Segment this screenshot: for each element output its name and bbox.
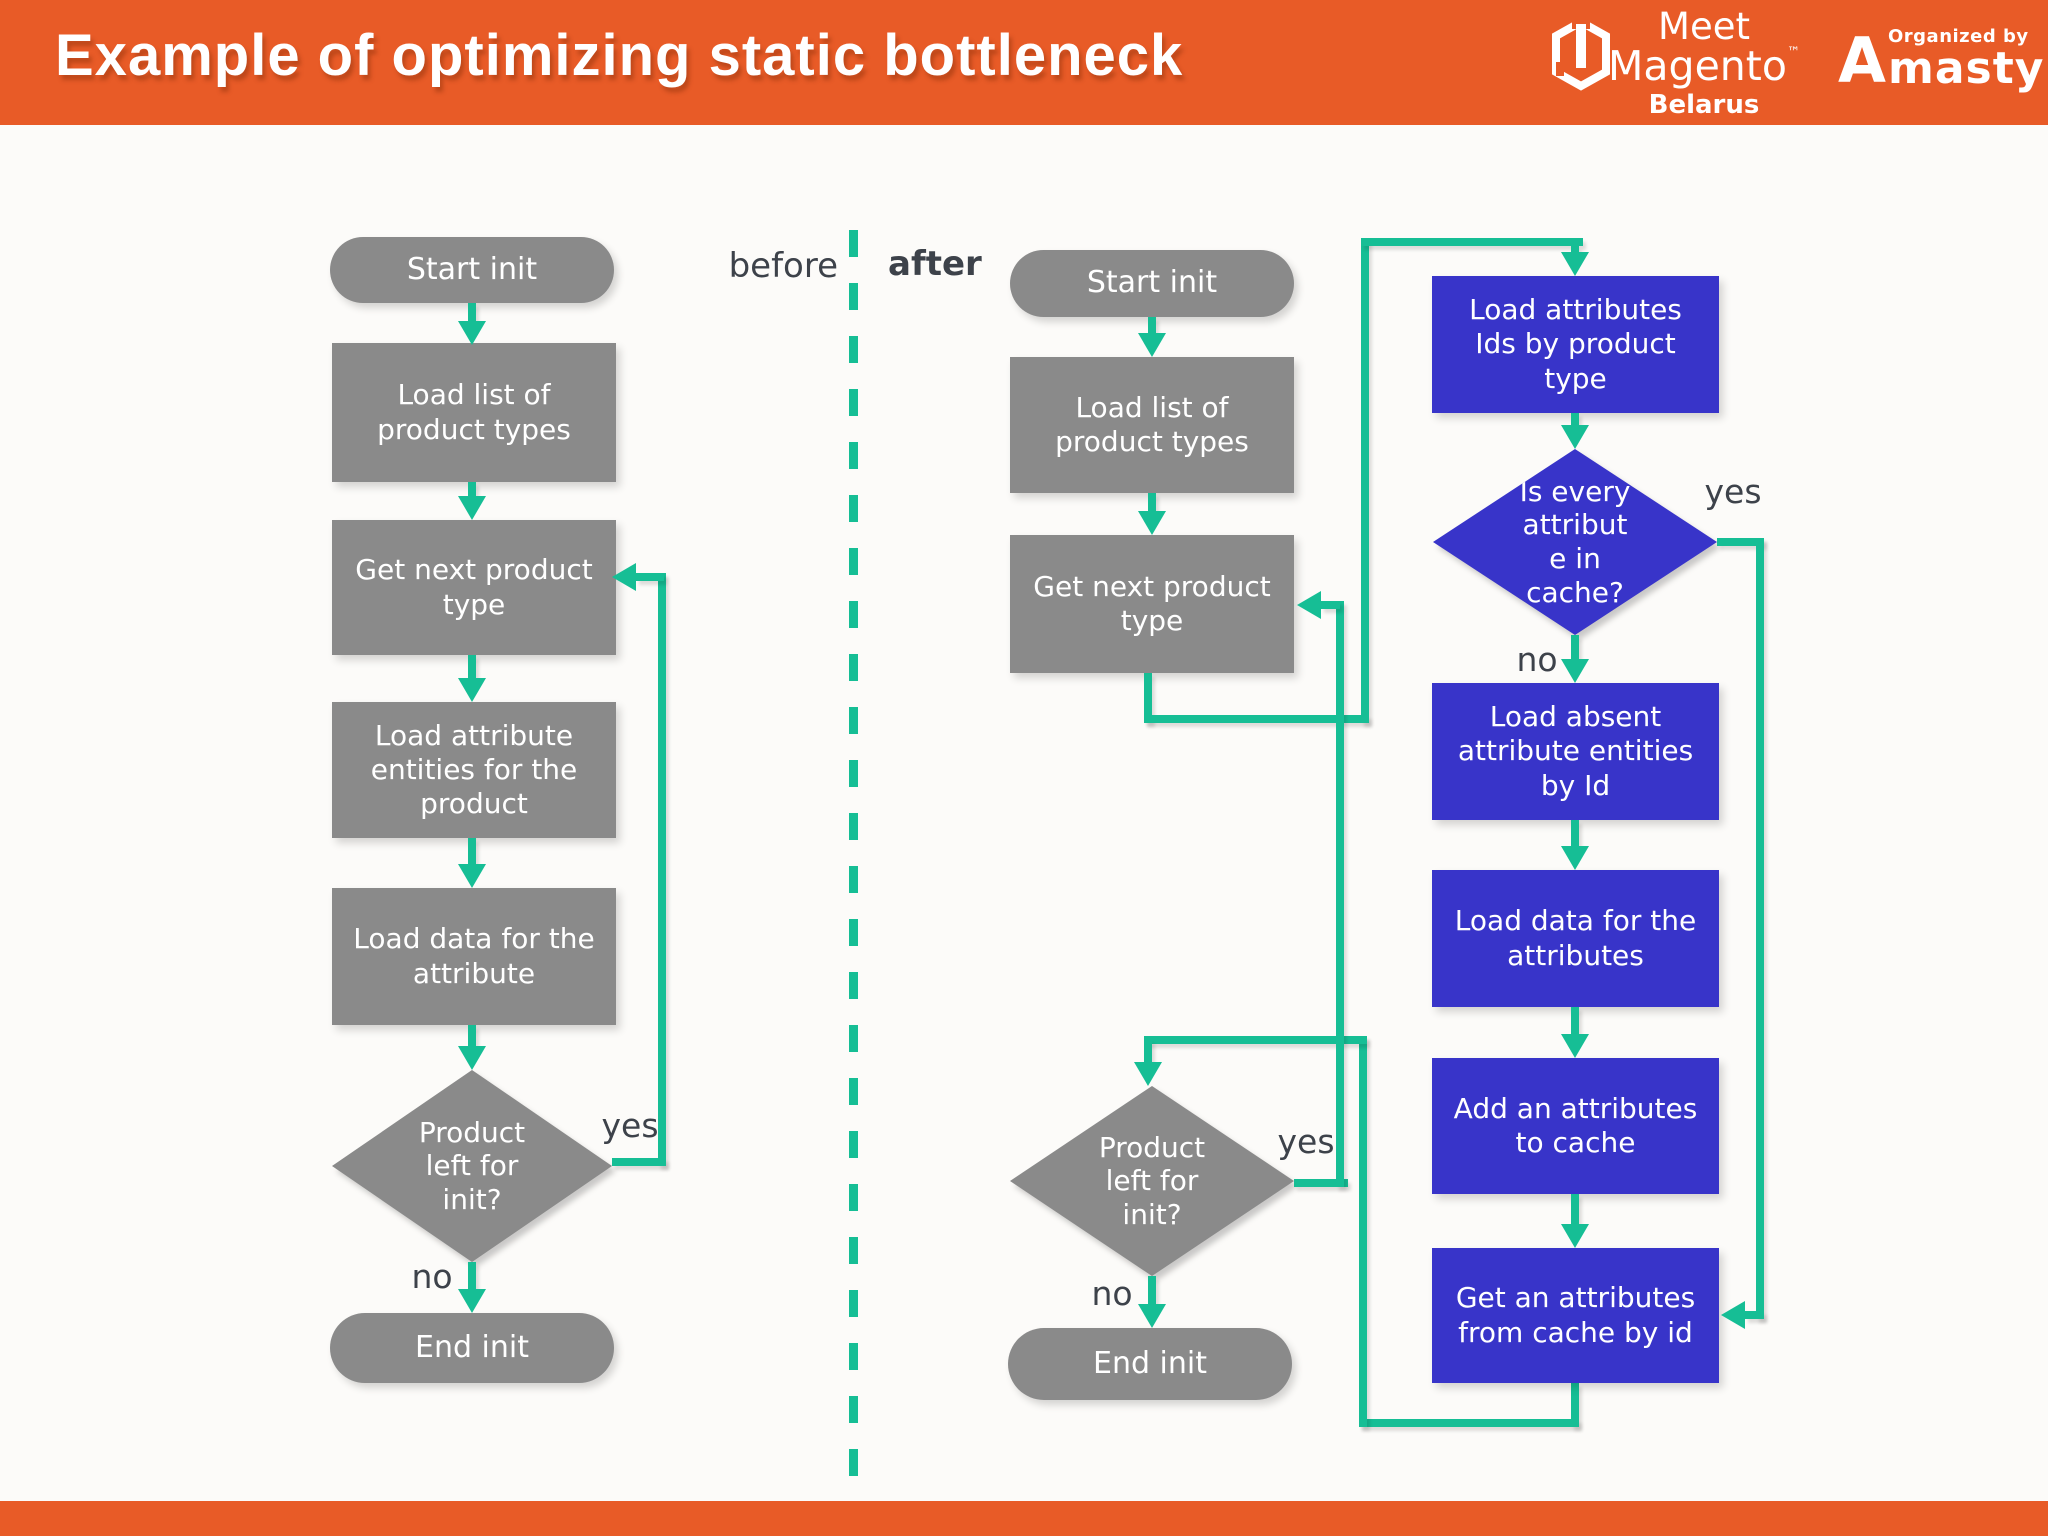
before-arrowhead-start — [458, 321, 486, 345]
meet-magento-line3: Belarus — [1648, 89, 1760, 120]
after-start-node: Start init — [1010, 250, 1294, 317]
cache-arrowhead-no — [1561, 659, 1589, 683]
cache-yes-line-v — [1756, 538, 1764, 1319]
after-arrowhead-no — [1138, 1304, 1166, 1328]
before-arrow-1 — [468, 482, 476, 500]
before-yes-line-stub — [636, 573, 664, 581]
after-arrow-start — [1148, 317, 1156, 335]
after-route-p1-stub — [1571, 246, 1579, 256]
before-arrow-4 — [468, 1025, 476, 1048]
header-bar: Example of optimizing static bottleneck … — [0, 0, 2048, 125]
after-route-p2-arrowhead — [1134, 1062, 1162, 1086]
before-label: before — [728, 246, 838, 286]
after-route-p2-v2 — [1359, 1036, 1367, 1427]
before-arrow-3 — [468, 838, 476, 866]
before-yes-label: yes — [601, 1106, 659, 1145]
cache-step-load-ids: Load attributes Ids by product type — [1432, 276, 1719, 413]
after-yes-line-h — [1294, 1179, 1348, 1187]
before-arrow-start — [468, 303, 476, 325]
cache-step-load-data: Load data for the attributes — [1432, 870, 1719, 1007]
after-decision-diamond: Product left for init? — [1010, 1086, 1294, 1276]
cache-arrowhead-4 — [1561, 1224, 1589, 1248]
after-route-p1-v2 — [1361, 238, 1369, 723]
meet-magento-line2: Magento™ — [1608, 41, 1800, 90]
meet-magento-line1: Meet — [1658, 5, 1750, 48]
after-arrow-no — [1148, 1276, 1156, 1306]
before-decision-diamond: Product left for init? — [332, 1070, 612, 1262]
after-yes-line-stub — [1321, 601, 1340, 609]
before-arrowhead-4 — [458, 1046, 486, 1070]
after-route-p2-h1 — [1359, 1419, 1579, 1427]
before-no-label: no — [411, 1257, 453, 1296]
cache-arrow-3 — [1571, 1007, 1579, 1036]
after-route-p1-h1 — [1144, 715, 1369, 723]
after-yes-arrowhead — [1297, 591, 1321, 619]
after-end-node: End init — [1008, 1328, 1292, 1400]
after-step-load-list: Load list of product types — [1010, 357, 1294, 493]
cache-arrowhead-2 — [1561, 846, 1589, 870]
before-start-node: Start init — [330, 237, 614, 303]
page-title: Example of optimizing static bottleneck — [55, 23, 1184, 88]
after-arrowhead-1 — [1138, 511, 1166, 535]
amasty-wordmark: masty — [1887, 43, 2045, 94]
before-yes-arrowhead — [612, 563, 636, 591]
amasty-a-icon: A — [1838, 24, 1886, 98]
after-route-p2-v1 — [1571, 1383, 1579, 1427]
after-yes-line-v — [1336, 601, 1344, 1187]
cache-arrow-no — [1571, 635, 1579, 661]
after-no-label: no — [1091, 1274, 1133, 1313]
organized-by-label: Organized by — [1887, 26, 2029, 47]
after-step-get-next: Get next product type — [1010, 535, 1294, 673]
before-after-divider — [849, 230, 858, 1478]
after-arrowhead-start — [1138, 333, 1166, 357]
before-arrowhead-no — [458, 1289, 486, 1313]
cache-arrowhead-1 — [1561, 425, 1589, 449]
after-route-p1-v1 — [1144, 673, 1152, 723]
after-route-p1-h2 — [1361, 238, 1583, 246]
after-yes-label: yes — [1277, 1122, 1335, 1161]
cache-step-add-to-cache: Add an attributes to cache — [1432, 1058, 1719, 1194]
before-end-node: End init — [330, 1313, 614, 1383]
magento-logo-icon — [1552, 16, 1610, 110]
trademark-symbol: ™ — [1786, 44, 1800, 60]
cache-step-get-from-cache: Get an attributes from cache by id — [1432, 1248, 1719, 1383]
after-route-p1-arrowhead — [1561, 252, 1589, 276]
cache-yes-arrowhead — [1721, 1301, 1745, 1329]
before-arrow-2 — [468, 655, 476, 680]
after-label: after — [888, 244, 982, 284]
before-yes-line-v — [658, 573, 666, 1166]
cache-arrowhead-3 — [1561, 1034, 1589, 1058]
before-step-load-entities: Load attribute entities for the product — [332, 702, 616, 838]
after-arrow-1 — [1148, 493, 1156, 513]
before-arrowhead-2 — [458, 678, 486, 702]
before-arrowhead-3 — [458, 864, 486, 888]
amasty-logo: A Organized by masty — [1838, 24, 2045, 98]
before-arrowhead-1 — [458, 496, 486, 520]
before-yes-line-h — [612, 1158, 666, 1166]
before-step-load-data: Load data for the attribute — [332, 888, 616, 1025]
cache-arrow-2 — [1571, 820, 1579, 848]
cache-yes-label: yes — [1704, 472, 1762, 511]
footer-bar — [0, 1501, 2048, 1536]
before-step-load-list: Load list of product types — [332, 343, 616, 482]
after-route-p2-h2 — [1144, 1036, 1367, 1044]
before-arrow-no — [468, 1262, 476, 1291]
meet-magento-wordmark: Meet Magento™ Belarus — [1598, 8, 1810, 118]
cache-arrow-4 — [1571, 1194, 1579, 1226]
cache-arrow-1 — [1571, 413, 1579, 427]
cache-step-load-absent: Load absent attribute entities by Id — [1432, 683, 1719, 820]
cache-yes-line-h1 — [1717, 538, 1764, 546]
before-step-get-next: Get next product type — [332, 520, 616, 655]
cache-no-label: no — [1516, 640, 1558, 679]
after-route-p2-stub — [1144, 1040, 1152, 1064]
cache-decision-diamond: Is every attribut e in cache? — [1433, 449, 1717, 635]
cache-yes-line-h2 — [1745, 1311, 1764, 1319]
